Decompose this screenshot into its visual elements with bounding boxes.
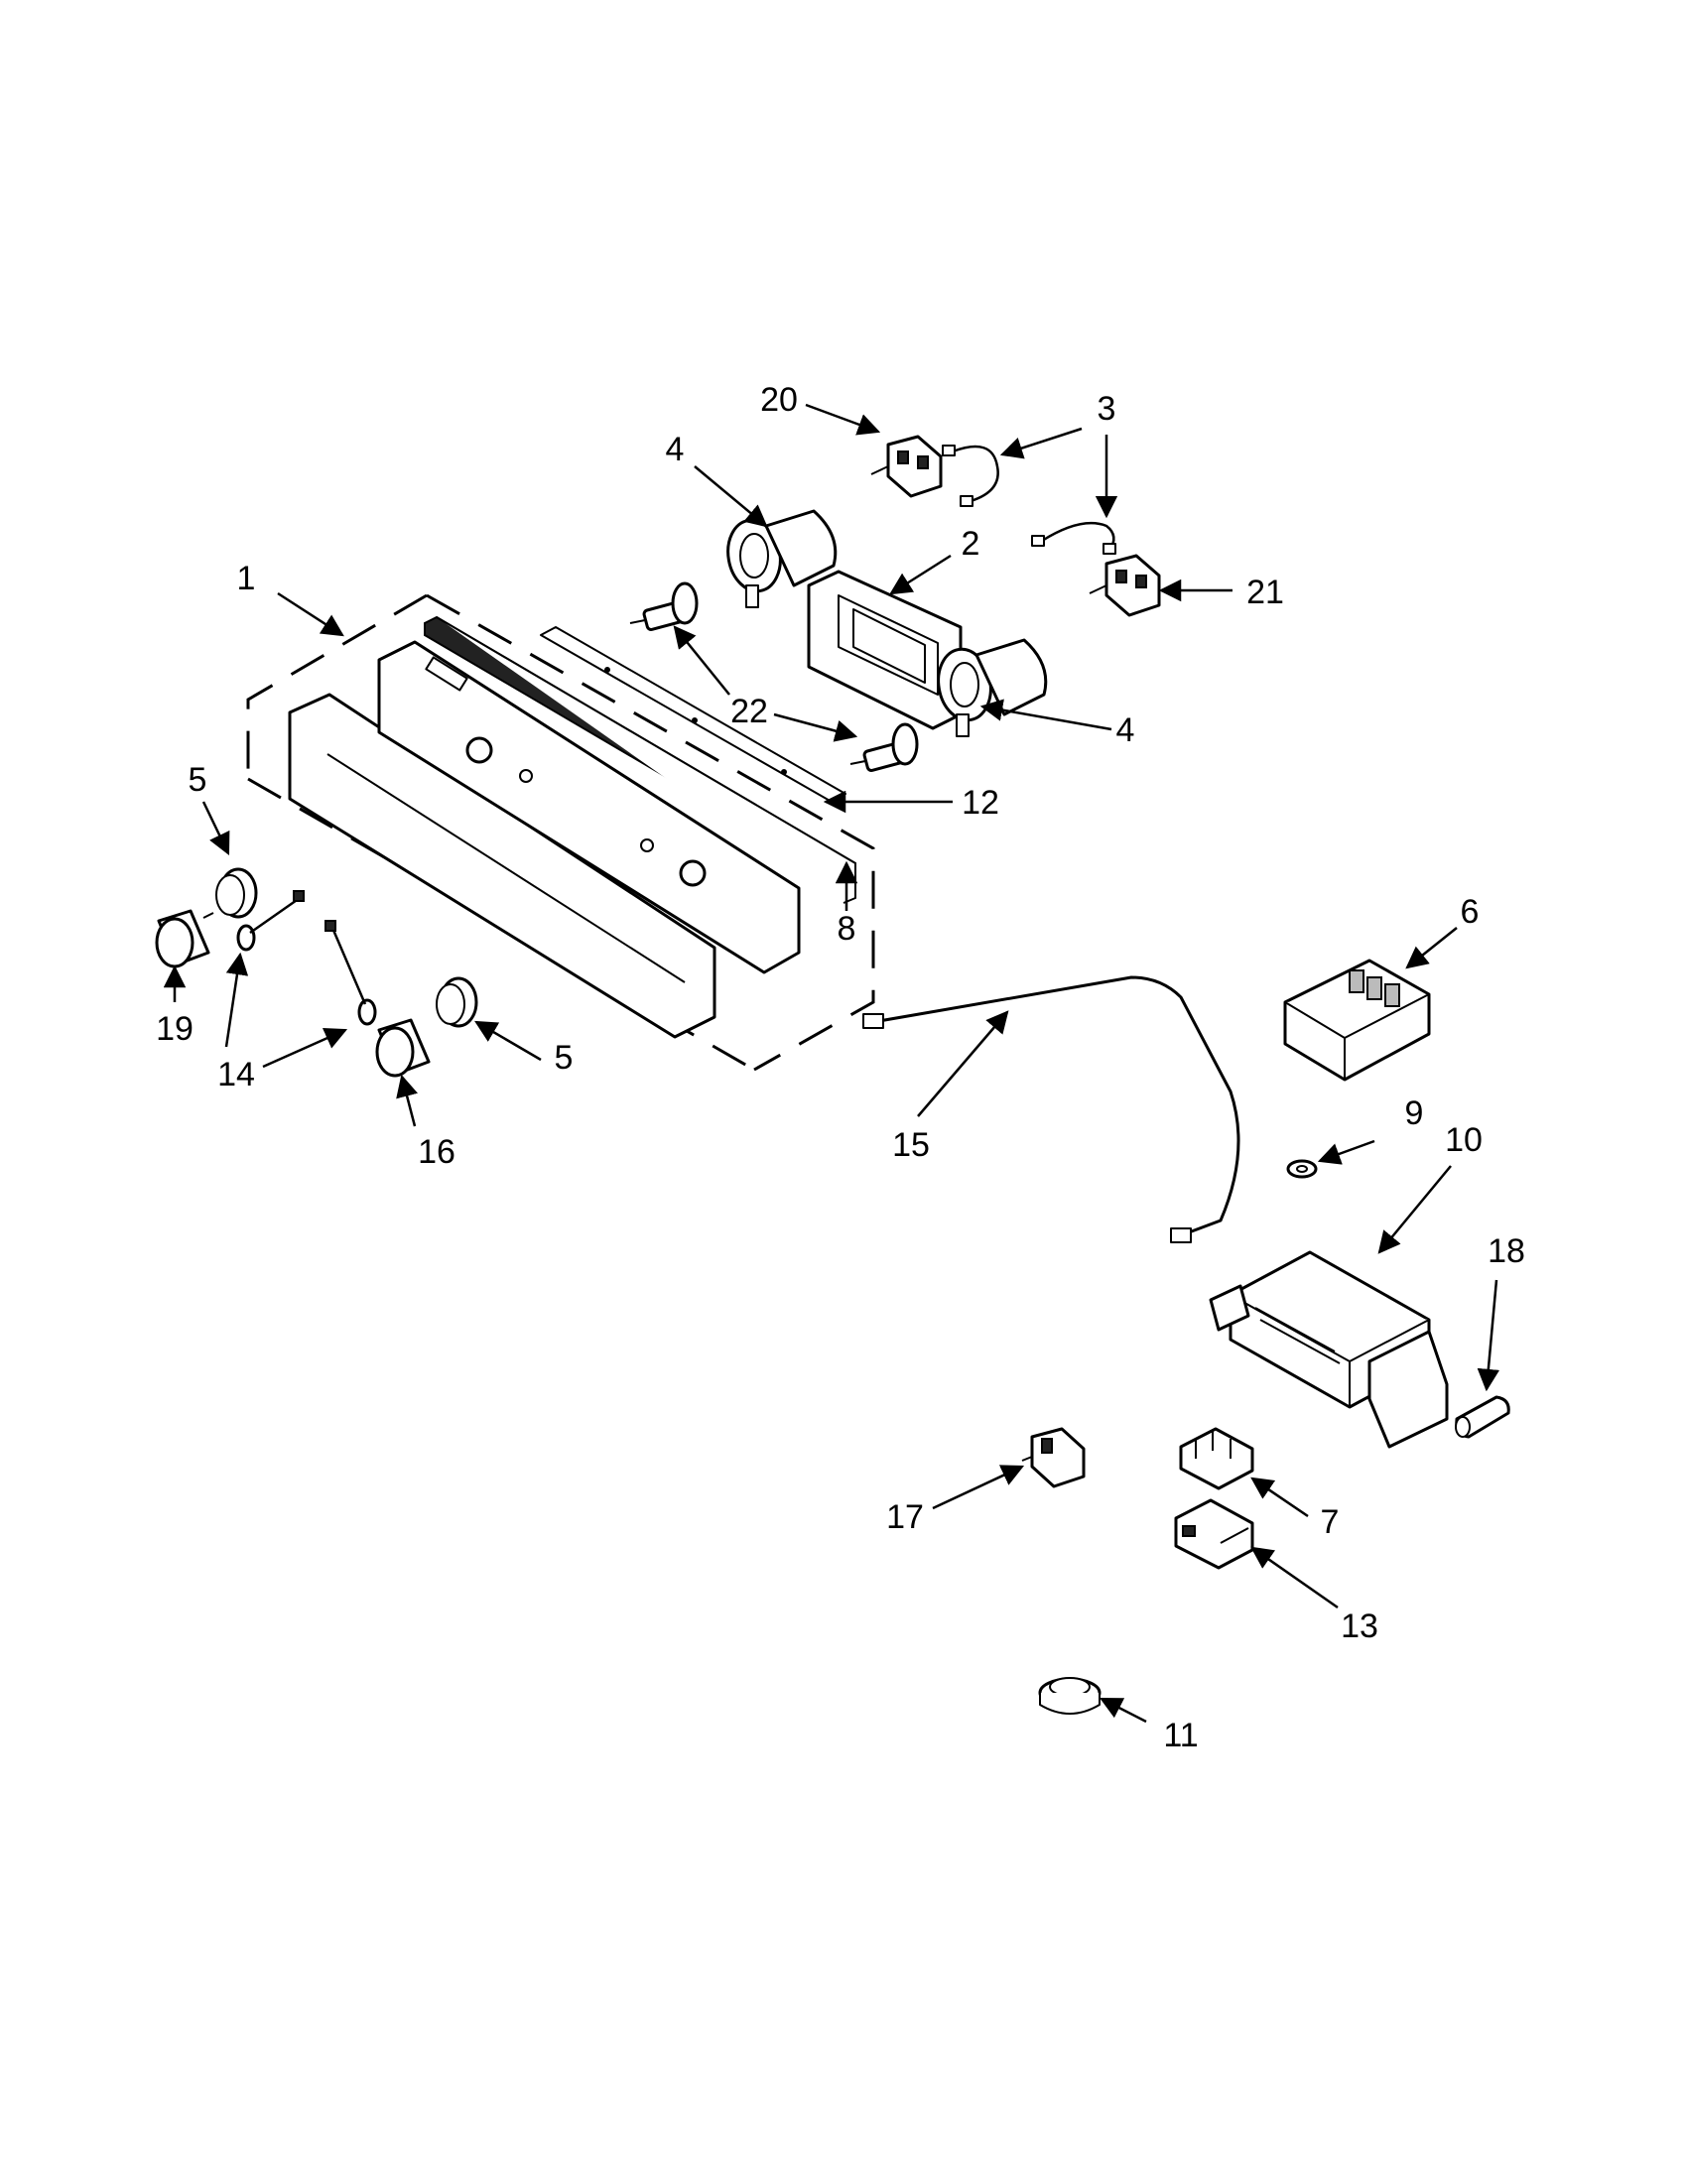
callout-19: 19 bbox=[156, 1010, 194, 1048]
encoder-housing-upper bbox=[726, 509, 838, 608]
callout-6: 6 bbox=[1461, 893, 1480, 931]
lock-nut bbox=[1038, 1677, 1102, 1715]
callout-labels: 1 2 3 4 4 5 5 6 7 8 9 10 11 12 13 14 15 … bbox=[156, 381, 1525, 1754]
callout-7: 7 bbox=[1321, 1503, 1340, 1541]
bezel-right bbox=[436, 976, 478, 1028]
callout-14: 14 bbox=[217, 1056, 255, 1093]
callout-10: 10 bbox=[1445, 1121, 1483, 1159]
knob-shaft-left bbox=[236, 890, 305, 952]
display-bezel bbox=[807, 570, 963, 730]
wire-harness-lower bbox=[1031, 521, 1116, 555]
control-board bbox=[1283, 959, 1431, 1082]
wire-harness-upper bbox=[942, 445, 999, 507]
knob-left bbox=[155, 909, 214, 968]
callout-15: 15 bbox=[892, 1126, 930, 1164]
knob-shaft-right bbox=[324, 920, 377, 1026]
callout-13: 13 bbox=[1341, 1607, 1378, 1645]
callout-16: 16 bbox=[418, 1133, 455, 1171]
control-panel bbox=[377, 640, 801, 974]
callout-5-left: 5 bbox=[189, 761, 207, 799]
light-socket-upper bbox=[629, 581, 699, 631]
encoder-housing-lower bbox=[937, 638, 1048, 737]
leader-lines bbox=[163, 403, 1500, 1724]
callout-3: 3 bbox=[1098, 390, 1116, 428]
callout-17: 17 bbox=[886, 1498, 924, 1536]
callout-11: 11 bbox=[1163, 1717, 1198, 1754]
light-socket-lower bbox=[849, 722, 919, 772]
callout-5-right: 5 bbox=[555, 1039, 574, 1077]
knob-right bbox=[375, 1018, 431, 1078]
rotary-switch-upper bbox=[870, 435, 943, 498]
terminal-block bbox=[1179, 1427, 1254, 1490]
callout-4-upper: 4 bbox=[666, 431, 685, 468]
sensor-tube bbox=[1455, 1395, 1510, 1439]
wiring-cable bbox=[862, 975, 1240, 1243]
callout-22: 22 bbox=[730, 693, 768, 730]
callout-18: 18 bbox=[1488, 1232, 1525, 1270]
callout-20: 20 bbox=[760, 381, 798, 419]
washer bbox=[1286, 1159, 1318, 1179]
callout-2: 2 bbox=[962, 525, 980, 563]
blower-assembly bbox=[1209, 1250, 1449, 1449]
bezel-left bbox=[215, 867, 258, 919]
selector-switch bbox=[1021, 1427, 1086, 1488]
callout-4-lower: 4 bbox=[1116, 711, 1135, 749]
rotary-switch-lower bbox=[1089, 554, 1161, 617]
callout-12: 12 bbox=[962, 784, 999, 822]
callout-8: 8 bbox=[838, 910, 856, 948]
callout-9: 9 bbox=[1405, 1094, 1424, 1132]
callout-1: 1 bbox=[237, 560, 256, 597]
callout-21: 21 bbox=[1246, 574, 1284, 611]
relay bbox=[1174, 1498, 1254, 1570]
